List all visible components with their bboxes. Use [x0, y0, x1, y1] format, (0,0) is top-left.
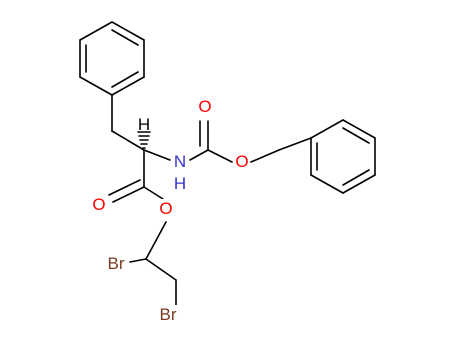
bond — [189, 149, 209, 161]
bond — [143, 149, 171, 161]
bond — [310, 119, 344, 139]
bond — [342, 174, 376, 194]
atom-Br-2: Br — [160, 305, 177, 324]
backbone-bonds — [108, 94, 312, 306]
phenyl-ring-right — [310, 119, 376, 194]
bond — [342, 127, 370, 144]
atom-H-stereo: H — [138, 115, 150, 134]
bond — [111, 71, 139, 88]
stereo-hash-wedge — [137, 131, 151, 149]
atom-H-amide: H — [174, 174, 186, 193]
bond — [108, 179, 141, 196]
atom-O-ester-carbonyl: O — [92, 195, 105, 214]
bond — [111, 130, 145, 151]
bond — [278, 137, 312, 151]
bond — [112, 186, 145, 203]
bond — [111, 76, 145, 96]
bond — [145, 258, 177, 281]
bond — [111, 21, 145, 41]
bond — [342, 119, 376, 139]
bond — [79, 21, 113, 41]
atom-O-carbamate-carbonyl: O — [198, 97, 211, 116]
atom-O-ester: O — [159, 199, 172, 218]
atom-O-carbamate-ester: O — [235, 152, 248, 171]
bond — [145, 221, 167, 260]
bond — [250, 149, 280, 163]
bond — [111, 29, 139, 46]
bond — [79, 76, 113, 96]
bond — [129, 258, 147, 263]
atom-N-amide: N — [174, 152, 186, 171]
bond — [342, 169, 370, 186]
phenyl-ring-left — [79, 21, 145, 96]
atom-labels: O O N H H O O Br Br — [91, 97, 250, 324]
bond — [207, 149, 233, 163]
bond — [310, 174, 344, 194]
atom-Br-1: Br — [108, 254, 125, 273]
bond — [143, 186, 164, 200]
